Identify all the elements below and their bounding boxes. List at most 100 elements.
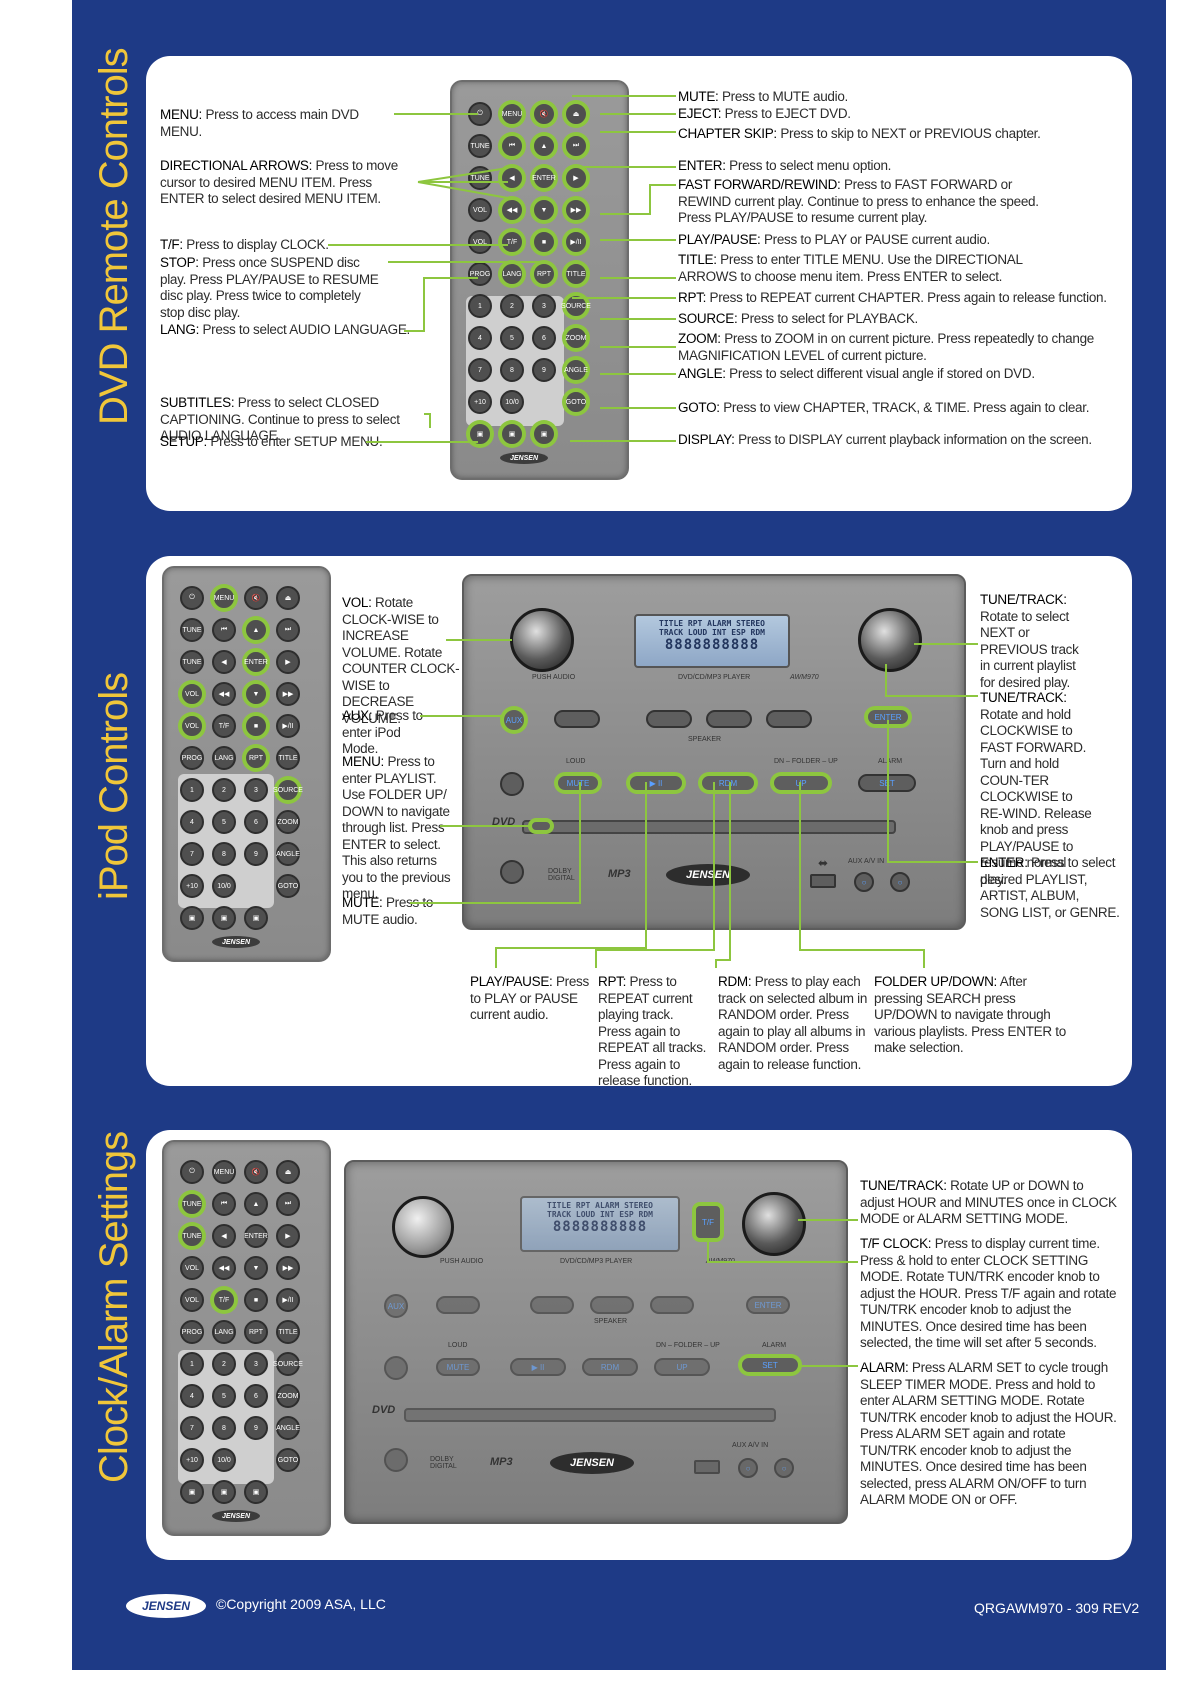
clock-zoom-button[interactable]: ZOOM bbox=[276, 1384, 300, 1408]
enter-button[interactable]: ENTER bbox=[866, 708, 910, 726]
dvd-button-r6-c2[interactable]: LANG bbox=[500, 262, 524, 286]
unit-round-button[interactable] bbox=[500, 772, 524, 796]
clock-button-r3-c4[interactable]: ▶ bbox=[276, 1224, 300, 1248]
dvd-number-2[interactable]: 2 bbox=[500, 294, 524, 318]
ipod-number-8[interactable]: 8 bbox=[212, 842, 236, 866]
clock-bottom-button-2[interactable]: ▣ bbox=[212, 1480, 236, 1504]
aux-button[interactable]: AUX bbox=[502, 708, 526, 732]
clock-goto-button[interactable]: GOTO bbox=[276, 1448, 300, 1472]
ipod-number-7[interactable]: 7 bbox=[180, 842, 204, 866]
dvd-bottom-button-1[interactable]: ▣ bbox=[468, 422, 492, 446]
unit-menu-button[interactable] bbox=[500, 860, 524, 884]
dvd-number-4[interactable]: 4 bbox=[468, 326, 492, 350]
ipod-button-r2-c1[interactable]: TUNE bbox=[180, 618, 204, 642]
dvd-number-9[interactable]: 9 bbox=[532, 358, 556, 382]
aux-jack-1[interactable]: ○ bbox=[854, 872, 874, 892]
usb-port[interactable] bbox=[810, 874, 836, 888]
ipod-button-r5-c2[interactable]: T/F bbox=[212, 714, 236, 738]
ipod-angle-button[interactable]: ANGLE bbox=[276, 842, 300, 866]
clock-button-r2-c1[interactable]: TUNE bbox=[180, 1192, 204, 1216]
dvd-number-5[interactable]: 5 bbox=[500, 326, 524, 350]
unit-button-clock-2[interactable] bbox=[530, 1296, 574, 1314]
ipod-button-r4-c3[interactable]: ▼ bbox=[244, 682, 268, 706]
dvd-button-r1-c1[interactable]: ⏻ bbox=[468, 102, 492, 126]
dvd-button-r3-c3[interactable]: ENTER bbox=[532, 166, 556, 190]
usb-port-clock[interactable] bbox=[694, 1460, 720, 1474]
clock-button-r5-c4[interactable]: ▶/II bbox=[276, 1288, 300, 1312]
dvd-number-6[interactable]: 6 bbox=[532, 326, 556, 350]
unit-button-2[interactable] bbox=[646, 710, 692, 728]
ipod-source-button[interactable]: SOURCE bbox=[273, 778, 303, 802]
dvd-button-r3-c2[interactable]: ◀ bbox=[500, 166, 524, 190]
dvd-button-r3-c1[interactable]: TUNE bbox=[468, 166, 492, 190]
dvd-bottom-button-2[interactable]: ▣ bbox=[500, 422, 524, 446]
ipod-bottom-button-1[interactable]: ▣ bbox=[180, 906, 204, 930]
clock-button-r5-c3[interactable]: ■ bbox=[244, 1288, 268, 1312]
ipod-button-r5-c4[interactable]: ▶/II bbox=[276, 714, 300, 738]
dvd-button-r1-c3[interactable]: 🔇 bbox=[532, 102, 556, 126]
clock-button-r4-c2[interactable]: ◀◀ bbox=[212, 1256, 236, 1280]
clock-button-r6-c3[interactable]: RPT bbox=[244, 1320, 268, 1344]
ipod-number-10/0[interactable]: 10/0 bbox=[212, 874, 236, 898]
ipod-number-2[interactable]: 2 bbox=[212, 778, 236, 802]
ipod-button-r2-c4[interactable]: ⏭ bbox=[276, 618, 300, 642]
ipod-number-3[interactable]: 3 bbox=[244, 778, 268, 802]
ipod-number-6[interactable]: 6 bbox=[244, 810, 268, 834]
unit-button-clock-1[interactable] bbox=[436, 1296, 480, 1314]
unit-button-3[interactable] bbox=[706, 710, 752, 728]
mute-button-clock[interactable]: MUTE bbox=[436, 1358, 480, 1376]
unit-button-4[interactable] bbox=[766, 710, 812, 728]
clock-number-5[interactable]: 5 bbox=[212, 1384, 236, 1408]
ipod-button-r1-c3[interactable]: 🔇 bbox=[244, 586, 268, 610]
ipod-button-r1-c4[interactable]: ⏏ bbox=[276, 586, 300, 610]
clock-source-button[interactable]: SOURCE bbox=[273, 1352, 303, 1376]
ipod-button-r1-c2[interactable]: MENU bbox=[212, 586, 236, 610]
dvd-button-r5-c3[interactable]: ■ bbox=[532, 230, 556, 254]
clock-button-r4-c4[interactable]: ▶▶ bbox=[276, 1256, 300, 1280]
clock-button-r4-c3[interactable]: ▼ bbox=[244, 1256, 268, 1280]
clock-button-r4-c1[interactable]: VOL bbox=[180, 1256, 204, 1280]
clock-button-r5-c2[interactable]: T/F bbox=[212, 1288, 236, 1312]
dvd-bottom-button-3[interactable]: ▣ bbox=[532, 422, 556, 446]
clock-bottom-button-3[interactable]: ▣ bbox=[244, 1480, 268, 1504]
ipod-button-r4-c1[interactable]: VOL bbox=[180, 682, 204, 706]
dvd-button-r4-c1[interactable]: VOL bbox=[468, 198, 492, 222]
ipod-button-r6-c3[interactable]: RPT bbox=[244, 746, 268, 770]
clock-button-r6-c1[interactable]: PROG bbox=[180, 1320, 204, 1344]
ipod-number-4[interactable]: 4 bbox=[180, 810, 204, 834]
folder-button-clock[interactable]: UP bbox=[654, 1358, 710, 1376]
unit-button-clock-4[interactable] bbox=[650, 1296, 694, 1314]
clock-button-r2-c4[interactable]: ⏭ bbox=[276, 1192, 300, 1216]
ipod-button-r6-c4[interactable]: TITLE bbox=[276, 746, 300, 770]
dvd-number-1[interactable]: 1 bbox=[468, 294, 492, 318]
volume-knob[interactable] bbox=[510, 608, 574, 672]
ipod-bottom-button-2[interactable]: ▣ bbox=[212, 906, 236, 930]
mute-button[interactable]: MUTE bbox=[556, 774, 600, 792]
aux-jack-clock-2[interactable]: ○ bbox=[774, 1458, 794, 1478]
dvd-number-8[interactable]: 8 bbox=[500, 358, 524, 382]
clock-bottom-button-1[interactable]: ▣ bbox=[180, 1480, 204, 1504]
clock-number-6[interactable]: 6 bbox=[244, 1384, 268, 1408]
clock-number-1[interactable]: 1 bbox=[180, 1352, 204, 1376]
dvd-number-3[interactable]: 3 bbox=[532, 294, 556, 318]
ipod-button-r2-c2[interactable]: ⏮ bbox=[212, 618, 236, 642]
clock-button-r3-c2[interactable]: ◀ bbox=[212, 1224, 236, 1248]
unit-button-1[interactable] bbox=[554, 710, 600, 728]
unit-round-button-clock[interactable] bbox=[384, 1356, 408, 1380]
menu-slot-button[interactable] bbox=[530, 820, 552, 832]
dvd-button-r2-c2[interactable]: ⏮ bbox=[500, 134, 524, 158]
dvd-number-10/0[interactable]: 10/0 bbox=[500, 390, 524, 414]
tf-clock-button[interactable]: T/F bbox=[694, 1204, 722, 1240]
enter-button-clock[interactable]: ENTER bbox=[746, 1296, 790, 1314]
rpt-rdm-button-clock[interactable]: RDM bbox=[582, 1358, 638, 1376]
dvd-button-r3-c4[interactable]: ▶ bbox=[564, 166, 588, 190]
ipod-button-r3-c3[interactable]: ENTER bbox=[244, 650, 268, 674]
dvd-button-r4-c3[interactable]: ▼ bbox=[532, 198, 556, 222]
aux-jack-clock-1[interactable]: ○ bbox=[738, 1458, 758, 1478]
dvd-source-button[interactable]: SOURCE bbox=[561, 294, 591, 318]
unit-button-clock-3[interactable] bbox=[590, 1296, 634, 1314]
tune-track-knob[interactable] bbox=[858, 608, 922, 672]
clock-number-+10[interactable]: +10 bbox=[180, 1448, 204, 1472]
ipod-goto-button[interactable]: GOTO bbox=[276, 874, 300, 898]
dvd-angle-button[interactable]: ANGLE bbox=[564, 358, 588, 382]
